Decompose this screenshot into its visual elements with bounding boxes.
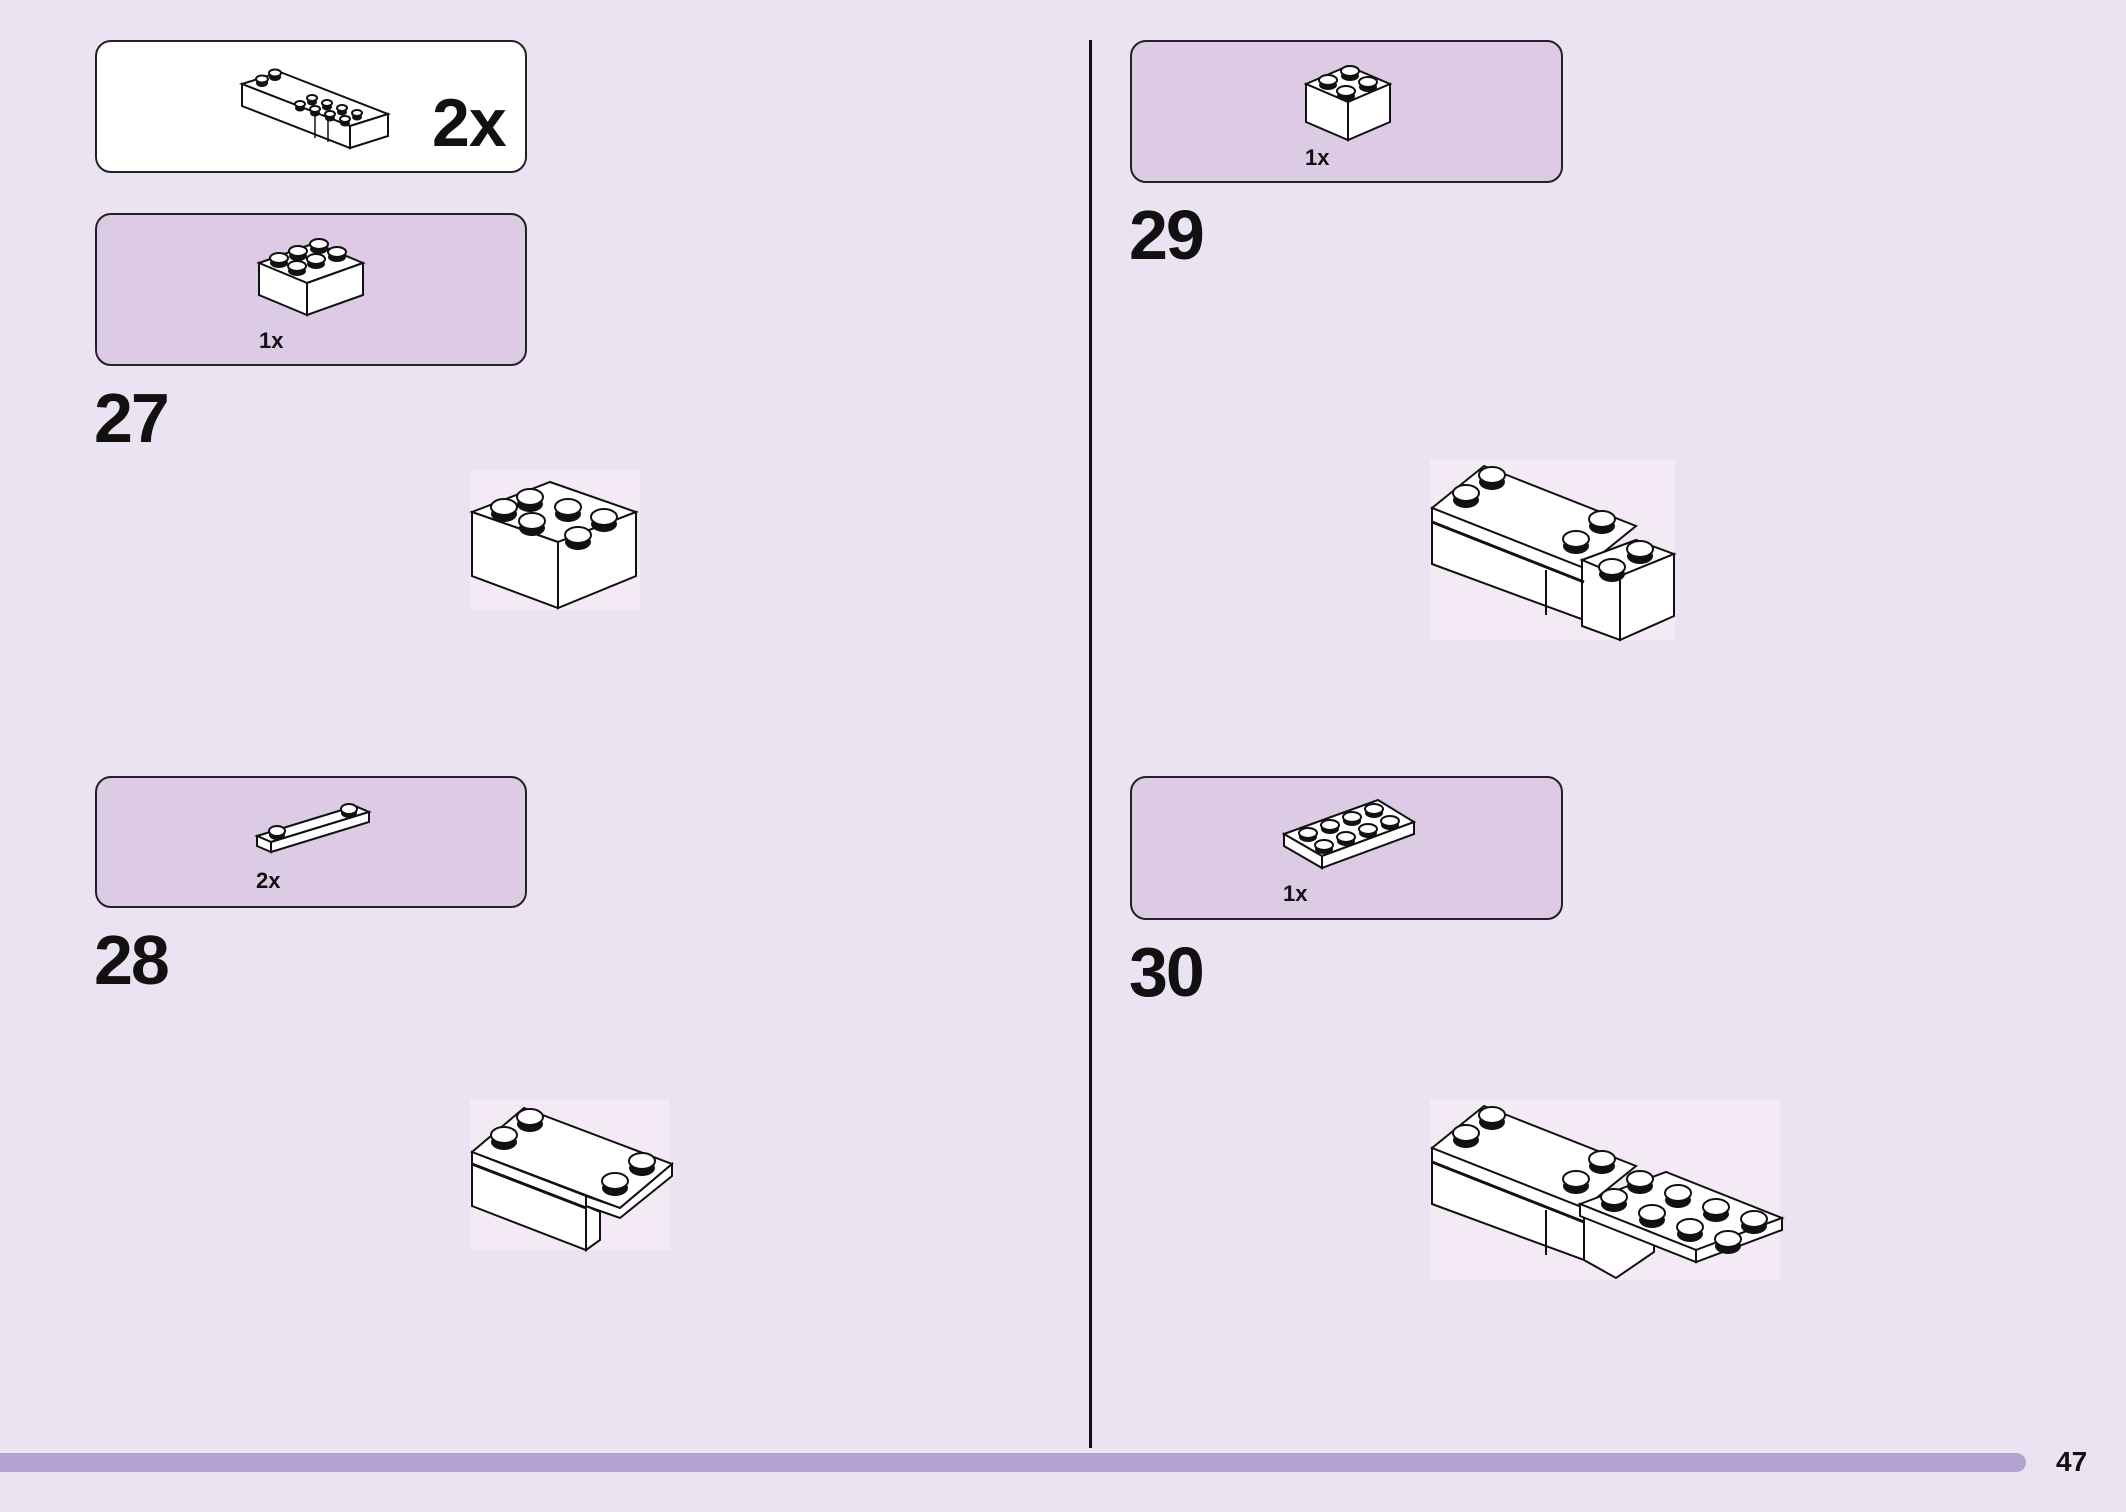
parts-callout-27: 1x — [95, 213, 527, 366]
parts-quantity-28: 2x — [256, 868, 281, 893]
page-divider — [1089, 40, 1092, 1448]
parts-quantity-30: 1x — [1283, 881, 1308, 906]
brick-2x2-icon — [1303, 64, 1393, 142]
step-number-28: 28 — [94, 921, 170, 999]
step-27-model-icon — [469, 470, 640, 610]
step-29-model-icon — [1430, 460, 1677, 642]
plate-1x4-icon — [254, 803, 372, 854]
subassembly-brick-icon — [238, 68, 392, 150]
subassembly-quantity: 2x — [432, 85, 507, 161]
step-number-29: 29 — [1129, 196, 1205, 274]
parts-callout-28: 2x — [95, 776, 527, 908]
step-30-model-icon — [1430, 1100, 1785, 1280]
step-number-30: 30 — [1129, 933, 1205, 1011]
plate-2x4-icon — [1281, 798, 1417, 870]
parts-callout-30: 1x — [1130, 776, 1563, 920]
parts-callout-29: 1x — [1130, 40, 1563, 183]
footer-bar — [0, 1453, 2026, 1472]
parts-quantity-29: 1x — [1305, 145, 1330, 170]
brick-2x3-icon — [256, 238, 366, 317]
parts-quantity-27: 1x — [259, 328, 284, 353]
step-number-27: 27 — [94, 379, 170, 457]
page-number: 47 — [2056, 1446, 2088, 1477]
subassembly-callout: 2x — [95, 40, 527, 173]
step-28-model-icon — [470, 1100, 674, 1252]
